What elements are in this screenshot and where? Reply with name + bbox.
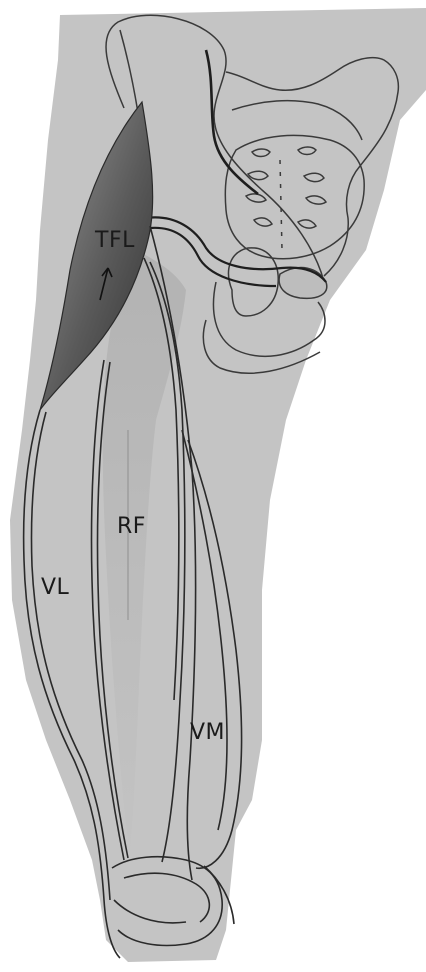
vm-label: VM bbox=[190, 720, 225, 745]
rf-label: RF bbox=[117, 514, 146, 539]
tfl-label: TFL bbox=[95, 228, 135, 253]
vl-label: VL bbox=[41, 575, 69, 600]
